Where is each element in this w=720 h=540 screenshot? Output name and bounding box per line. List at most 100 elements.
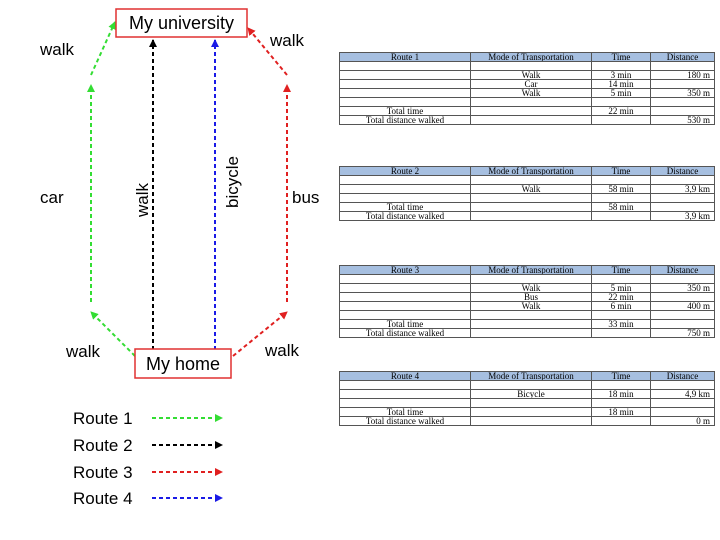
home-label: My home [146, 354, 220, 374]
home-node: My home [134, 348, 232, 379]
header-cell: Mode of Transportation [470, 166, 592, 176]
university-label: My university [129, 13, 234, 33]
table-row [339, 97, 715, 107]
table-cell: Total distance walked [339, 416, 471, 426]
table-cell: Total time [339, 407, 471, 417]
header-cell: Time [591, 166, 651, 176]
table-cell [339, 292, 471, 302]
legend-label-route-2: Route 2 [73, 436, 133, 455]
header-cell: Time [591, 52, 651, 62]
table-cell [591, 175, 651, 185]
table-cell [591, 274, 651, 284]
table-cell: 3,9 km [650, 184, 715, 194]
mode-label-right-bottom: walk [264, 341, 300, 360]
header-cell: Distance [650, 52, 715, 62]
table-cell: 350 m [650, 283, 715, 293]
table-cell [470, 211, 592, 221]
legend-label-route-4: Route 4 [73, 489, 133, 508]
header-cell: Time [591, 371, 651, 381]
table-cell [339, 175, 471, 185]
table-cell [470, 416, 592, 426]
header-cell: Route 2 [339, 166, 471, 176]
table-cell: 58 min [591, 202, 651, 212]
table-cell: Total distance walked [339, 211, 471, 221]
table-row [339, 398, 715, 408]
table-cell [470, 407, 592, 417]
table-cell [470, 61, 592, 71]
table-cell [650, 310, 715, 320]
header-cell: Time [591, 265, 651, 275]
table-cell [591, 193, 651, 203]
table-cell: Walk [470, 88, 592, 98]
table-cell: 5 min [591, 283, 651, 293]
mode-label-left-bottom: walk [65, 342, 101, 361]
table-cell [650, 193, 715, 203]
table-cell: 5 min [591, 88, 651, 98]
mode-label-center-blue: bicycle [223, 156, 242, 208]
table-cell: 750 m [650, 328, 715, 338]
header-cell: Distance [650, 166, 715, 176]
table-cell [591, 380, 651, 390]
table-cell [650, 319, 715, 329]
mode-label-right-mid: bus [292, 188, 319, 207]
table-cell: 18 min [591, 407, 651, 417]
table-cell: Walk [470, 283, 592, 293]
table-cell [650, 292, 715, 302]
table-cell: 6 min [591, 301, 651, 311]
table-cell [339, 310, 471, 320]
table-cell [591, 97, 651, 107]
table-cell [650, 61, 715, 71]
table-row [339, 61, 715, 71]
table-cell [650, 407, 715, 417]
table-cell [470, 193, 592, 203]
table-cell: 530 m [650, 115, 715, 125]
table-cell: Total distance walked [339, 115, 471, 125]
table-cell: 22 min [591, 292, 651, 302]
table-row: Total time 58 min [339, 202, 715, 212]
table-row [339, 175, 715, 185]
table-cell: 180 m [650, 70, 715, 80]
table-cell [591, 310, 651, 320]
header-cell: Distance [650, 371, 715, 381]
table-cell [470, 115, 592, 125]
table-cell [591, 328, 651, 338]
table-cell [339, 283, 471, 293]
table-cell: Walk [470, 301, 592, 311]
table-cell: Total distance walked [339, 328, 471, 338]
table-cell [591, 61, 651, 71]
table-cell [650, 202, 715, 212]
table-cell: Total time [339, 319, 471, 329]
table-cell: 58 min [591, 184, 651, 194]
mode-label-right-top: walk [269, 31, 305, 50]
table-cell [650, 106, 715, 116]
table-cell [339, 61, 471, 71]
table-cell [339, 301, 471, 311]
header-cell: Route 1 [339, 52, 471, 62]
table-cell [470, 106, 592, 116]
table-cell [650, 398, 715, 408]
table-row: Total time 18 min [339, 407, 715, 417]
legend: Route 1 Route 2 Route 3 Route 4 [73, 409, 223, 508]
header-cell: Route 3 [339, 265, 471, 275]
header-cell: Mode of Transportation [470, 371, 592, 381]
table-row [339, 274, 715, 284]
table-cell [470, 202, 592, 212]
table-cell [470, 310, 592, 320]
table-cell [339, 380, 471, 390]
university-node: My university [115, 8, 248, 38]
table-cell: Total time [339, 202, 471, 212]
table-cell [470, 274, 592, 284]
